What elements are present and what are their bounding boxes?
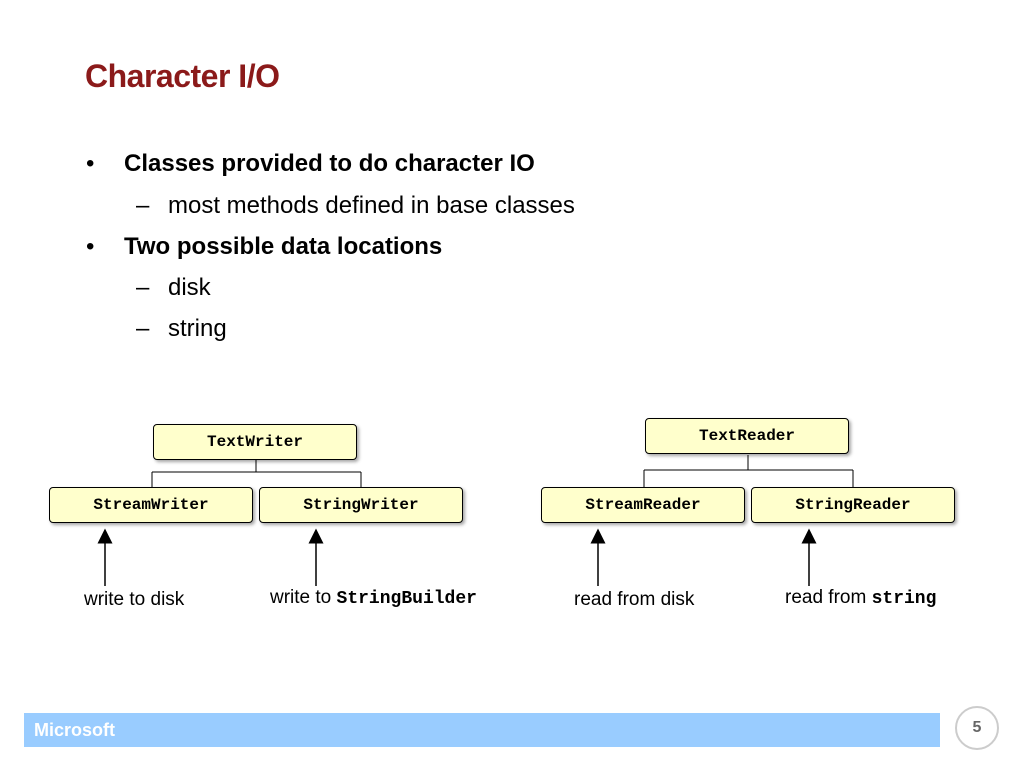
class-box-streamwriter: StreamWriter xyxy=(49,487,253,523)
class-box-stringwriter: StringWriter xyxy=(259,487,463,523)
note-write-to-stringbuilder: write to StringBuilder xyxy=(270,587,477,609)
class-box-streamreader: StreamReader xyxy=(541,487,745,523)
sub-bullet-dash: – xyxy=(136,274,150,301)
note-read-from-disk: read from disk xyxy=(574,589,694,611)
note-write-to-disk: write to disk xyxy=(84,589,184,611)
bullet-text: Classes provided to do character IO xyxy=(124,150,535,177)
note-text: read from xyxy=(785,587,872,608)
sub-bullet-item: – string xyxy=(136,315,227,343)
class-box-stringreader: StringReader xyxy=(751,487,955,523)
class-box-textreader: TextReader xyxy=(645,418,849,454)
note-code: StringBuilder xyxy=(336,589,477,609)
writer-hierarchy-lines xyxy=(151,460,362,487)
bullet-item: • Classes provided to do character IO xyxy=(86,150,535,178)
sub-bullet-item: – disk xyxy=(136,274,211,302)
note-read-from-string: read from string xyxy=(785,587,936,609)
reader-hierarchy-lines xyxy=(643,455,854,487)
sub-bullet-dash: – xyxy=(136,192,150,219)
class-box-textwriter: TextWriter xyxy=(153,424,357,460)
slide-title: Character I/O xyxy=(85,58,280,94)
sub-bullet-text: disk xyxy=(168,274,211,301)
page-number-badge: 5 xyxy=(955,706,999,750)
bullet-text: Two possible data locations xyxy=(124,233,443,260)
sub-bullet-item: – most methods defined in base classes xyxy=(136,192,575,220)
note-code: string xyxy=(871,589,937,609)
sub-bullet-text: most methods defined in base classes xyxy=(168,192,575,219)
bullet-dot: • xyxy=(86,233,95,260)
sub-bullet-text: string xyxy=(168,315,227,342)
bullet-dot: • xyxy=(86,150,95,177)
note-text: write to disk xyxy=(84,589,185,610)
note-text: write to xyxy=(270,587,337,608)
footer-bar: Microsoft xyxy=(24,713,940,747)
footer-brand: Microsoft xyxy=(34,720,115,740)
annotation-arrows xyxy=(97,528,817,586)
sub-bullet-dash: – xyxy=(136,315,150,342)
note-text: read from disk xyxy=(574,589,695,610)
bullet-item: • Two possible data locations xyxy=(86,233,443,261)
